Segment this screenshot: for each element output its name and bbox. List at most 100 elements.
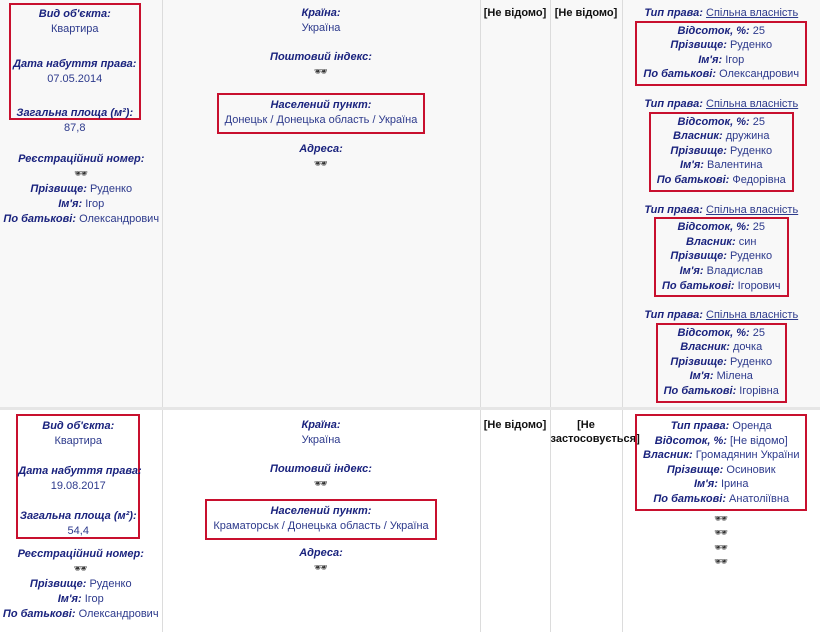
area-label: Загальна площа (м²): bbox=[16, 107, 134, 119]
percent-label: Відсоток, %: bbox=[677, 24, 750, 37]
eye-slash-icon[interactable]: 🕶 bbox=[314, 158, 328, 170]
rights-cell: Тип права: Спільна власність Відсоток, %… bbox=[622, 0, 820, 409]
not-applicable-line1: [Не bbox=[577, 419, 595, 431]
postal-index-label: Поштовий індекс: bbox=[270, 463, 372, 475]
country-label: Країна: bbox=[301, 7, 341, 19]
patronymic-label: По батькові: bbox=[3, 213, 77, 225]
patronymic-label: По батькові: bbox=[656, 173, 730, 186]
unknown-value: [Не відомо] bbox=[554, 7, 618, 19]
unknown-value: [Не відомо] bbox=[483, 419, 547, 431]
owner-value: син bbox=[738, 235, 757, 248]
object-summary-box: Вид об'єкта: Квартира Дата набуття права… bbox=[8, 3, 141, 134]
locality-label: Населений пункт: bbox=[270, 505, 372, 517]
percent-label: Відсоток, %: bbox=[677, 221, 750, 234]
owner-value: Громадянин України bbox=[695, 449, 800, 462]
patronymic-label: По батькові: bbox=[661, 279, 735, 292]
percent-value: [Не відомо] bbox=[729, 434, 788, 447]
name-label: Ім'я: bbox=[680, 159, 704, 172]
address-label: Адреса: bbox=[299, 143, 343, 155]
object-type-value: Квартира bbox=[50, 23, 99, 35]
patronymic-value: Олександрович bbox=[79, 213, 160, 225]
name-label: Ім'я: bbox=[698, 53, 723, 66]
owner-label: Власник: bbox=[643, 449, 693, 462]
eye-slash-icon[interactable]: 🕶 bbox=[714, 541, 729, 554]
surname-label: Прізвище: bbox=[666, 463, 724, 476]
address-cell: Країна: Україна Поштовий індекс: 🕶 Насел… bbox=[162, 407, 481, 632]
not-applicable-cell: [Не застосовується] bbox=[550, 407, 640, 632]
right-type-label: Тип права: bbox=[644, 7, 703, 19]
area-value: 54,4 bbox=[67, 525, 89, 537]
owner-box: Відсоток, %: 25 Власник: дочка Прізвище:… bbox=[655, 322, 787, 403]
object-type-value: Квартира bbox=[54, 435, 103, 447]
reg-number-label: Реєстраційний номер: bbox=[18, 153, 145, 165]
eye-slash-icon[interactable]: 🕶 bbox=[314, 478, 328, 490]
locality-label: Населений пункт: bbox=[270, 99, 372, 111]
country-label: Країна: bbox=[301, 419, 341, 431]
eye-slash-icon[interactable]: 🕶 bbox=[714, 556, 729, 569]
acq-date-label: Дата набуття права: bbox=[13, 58, 137, 70]
eye-slash-icon[interactable]: 🕶 bbox=[314, 562, 328, 574]
acq-date-value: 19.08.2017 bbox=[50, 480, 106, 492]
patronymic-value: Ігорівна bbox=[739, 385, 779, 398]
address-label: Адреса: bbox=[299, 547, 343, 559]
owner-value: дочка bbox=[732, 341, 763, 354]
address-cell: Країна: Україна Поштовий індекс: 🕶 Насел… bbox=[162, 0, 481, 409]
percent-value: 25 bbox=[752, 24, 765, 37]
patronymic-label: По батькові: bbox=[663, 385, 737, 398]
surname-label: Прізвище: bbox=[29, 578, 87, 590]
surname-value: Руденко bbox=[729, 355, 773, 368]
object-type-label: Вид об'єкта: bbox=[42, 420, 115, 432]
country-value: Україна bbox=[301, 22, 341, 34]
owner-label: Власник: bbox=[680, 341, 730, 354]
name-value: Ірина bbox=[720, 478, 749, 491]
locality-box: Населений пункт: Краматорськ / Донецька … bbox=[205, 499, 437, 540]
surname-value: Руденко bbox=[89, 183, 133, 195]
locality-value: Краматорськ / Донецька область / Україна bbox=[213, 520, 429, 532]
surname-label: Прізвище: bbox=[30, 183, 87, 195]
owner-box: Тип права: Оренда Відсоток, %: [Не відом… bbox=[635, 414, 808, 511]
name-value: Ігор bbox=[84, 593, 104, 605]
not-applicable-line2: застосовується] bbox=[550, 433, 640, 445]
unknown-cell: [Не відомо] bbox=[480, 0, 551, 409]
owner-box: Відсоток, %: 25 Прізвище: Руденко Ім'я: … bbox=[635, 20, 808, 86]
area-value: 87,8 bbox=[64, 122, 86, 134]
patronymic-value: Анатоліївна bbox=[729, 492, 790, 505]
eye-slash-icon[interactable]: 🕶 bbox=[73, 563, 88, 575]
eye-slash-icon[interactable]: 🕶 bbox=[714, 512, 729, 525]
percent-label: Відсоток, %: bbox=[677, 115, 750, 128]
name-label: Ім'я: bbox=[58, 198, 83, 210]
right-type-label: Тип права: bbox=[670, 420, 730, 432]
name-value: Валентина bbox=[707, 159, 763, 172]
patronymic-label: По батькові: bbox=[2, 608, 76, 620]
unknown-value: [Не відомо] bbox=[483, 7, 547, 19]
right-type-value[interactable]: Спільна власність bbox=[706, 97, 799, 110]
name-value: Ігор bbox=[85, 198, 105, 210]
eye-slash-icon[interactable]: 🕶 bbox=[74, 168, 89, 180]
surname-label: Прізвище: bbox=[670, 144, 727, 157]
right-type-label: Тип права: bbox=[644, 203, 703, 216]
surname-value: Осиновик bbox=[726, 463, 776, 476]
surname-value: Руденко bbox=[729, 144, 773, 157]
unknown-cell: [Не відомо] bbox=[480, 407, 551, 632]
owner-box: Відсоток, %: 25 Власник: дружина Прізвищ… bbox=[648, 111, 794, 192]
acq-date-value: 07.05.2014 bbox=[47, 73, 103, 85]
eye-slash-icon[interactable]: 🕶 bbox=[714, 527, 729, 540]
patronymic-value: Олександрович bbox=[719, 68, 800, 81]
right-type-value[interactable]: Спільна власність bbox=[706, 7, 799, 19]
surname-value: Руденко bbox=[729, 39, 773, 52]
surname-label: Прізвище: bbox=[670, 250, 727, 263]
eye-slash-icon[interactable]: 🕶 bbox=[314, 66, 328, 78]
name-label: Ім'я: bbox=[693, 478, 718, 491]
percent-value: 25 bbox=[752, 221, 765, 234]
table-row: Вид об'єкта: Квартира Дата набуття права… bbox=[0, 0, 820, 409]
name-value: Владислав bbox=[706, 264, 763, 277]
right-type-value[interactable]: Спільна власність bbox=[706, 203, 799, 216]
surname-value: Руденко bbox=[89, 578, 132, 590]
area-label: Загальна площа (м²): bbox=[19, 510, 137, 522]
owner-value: дружина bbox=[725, 130, 770, 143]
rights-cell: Тип права: Оренда Відсоток, %: [Не відом… bbox=[622, 407, 820, 632]
owner-label: Власник: bbox=[686, 235, 736, 248]
percent-label: Відсоток, %: bbox=[677, 326, 750, 339]
right-type-value[interactable]: Спільна власність bbox=[706, 309, 799, 322]
right-type-label: Тип права: bbox=[644, 309, 703, 322]
